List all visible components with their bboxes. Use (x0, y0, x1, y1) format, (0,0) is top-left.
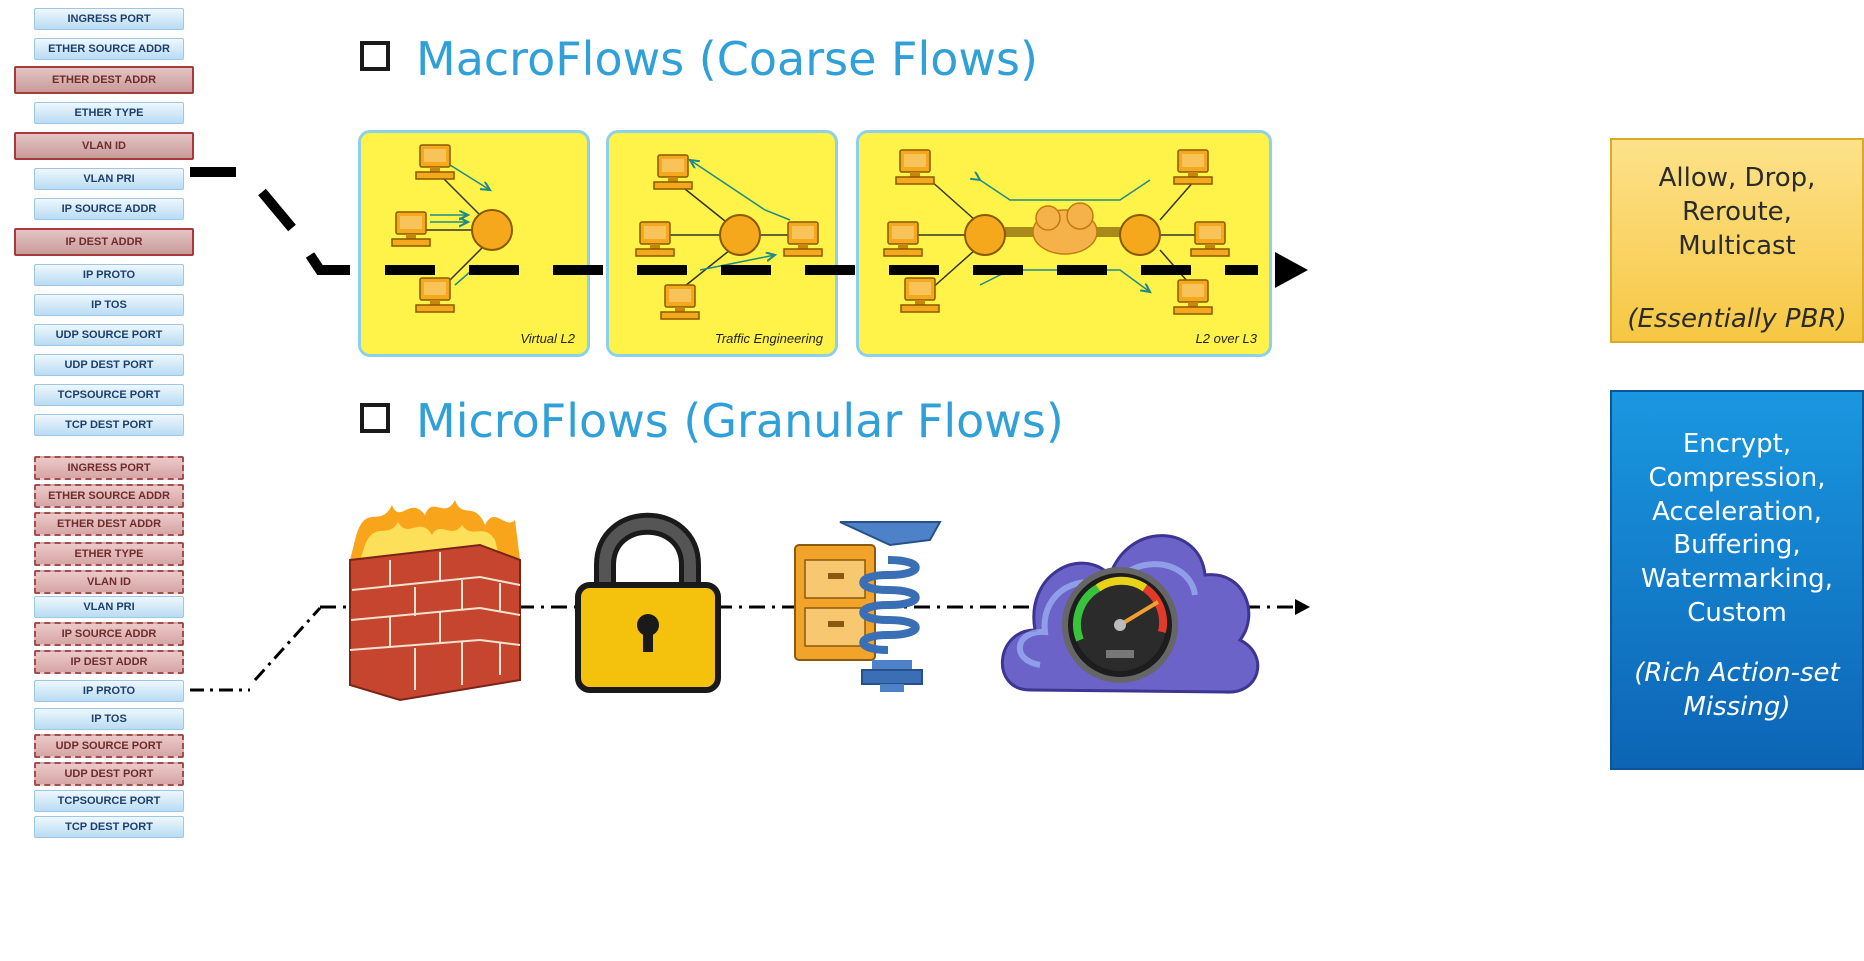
l2-over-l3-diagram (883, 149, 1230, 315)
field-ip-tos: IP TOS (34, 708, 184, 730)
field-udp-source-port: UDP SOURCE PORT (34, 324, 184, 346)
field-ether-dest-addr: ETHER DEST ADDR (14, 66, 194, 94)
virtual-l2-diagram (391, 144, 513, 313)
macroflows-title: MacroFlows (Coarse Flows) (360, 32, 1038, 86)
field-ip-source-addr: IP SOURCE ADDR (34, 622, 184, 646)
field-ip-proto: IP PROTO (34, 680, 184, 702)
field-vlan-id: VLAN ID (34, 570, 184, 594)
field-udp-dest-port: UDP DEST PORT (34, 354, 184, 376)
micro-field-list: INGRESS PORT ETHER SOURCE ADDR ETHER DES… (34, 456, 184, 846)
field-udp-dest-port: UDP DEST PORT (34, 762, 184, 786)
field-ether-source-addr: ETHER SOURCE ADDR (34, 38, 184, 60)
field-ingress-port: INGRESS PORT (34, 456, 184, 480)
field-ether-source-addr: ETHER SOURCE ADDR (34, 484, 184, 508)
field-vlan-pri: VLAN PRI (34, 596, 184, 618)
field-ether-type: ETHER TYPE (34, 542, 184, 566)
field-tcp-source-port: TCPSOURCE PORT (34, 790, 184, 812)
field-tcp-source-port: TCPSOURCE PORT (34, 384, 184, 406)
field-udp-source-port: UDP SOURCE PORT (34, 734, 184, 758)
field-ip-source-addr: IP SOURCE ADDR (34, 198, 184, 220)
firewall-icon (349, 500, 521, 702)
field-ip-proto: IP PROTO (34, 264, 184, 286)
cloud-speedometer-icon (1001, 534, 1260, 694)
checkbox-bullet-icon (360, 403, 390, 433)
field-vlan-id: VLAN ID (14, 132, 194, 160)
microflows-title: MicroFlows (Granular Flows) (360, 394, 1064, 448)
field-tcp-dest-port: TCP DEST PORT (34, 414, 184, 436)
checkbox-bullet-icon (360, 41, 390, 71)
field-ip-dest-addr: IP DEST ADDR (34, 650, 184, 674)
field-tcp-dest-port: TCP DEST PORT (34, 816, 184, 838)
macro-flow-connector (190, 167, 1308, 288)
cloud-icon (1032, 202, 1098, 255)
traffic-engineering-diagram (635, 154, 823, 320)
macro-action-box: Allow, Drop, Reroute, Multicast (Essenti… (1610, 138, 1864, 343)
field-ingress-port: INGRESS PORT (34, 8, 184, 30)
macro-field-list: INGRESS PORT ETHER SOURCE ADDR ETHER DES… (14, 8, 194, 444)
field-vlan-pri: VLAN PRI (34, 168, 184, 190)
micro-action-box: Encrypt, Compression, Acceleration, Buff… (1610, 390, 1864, 770)
field-ip-dest-addr: IP DEST ADDR (14, 228, 194, 256)
field-ether-dest-addr: ETHER DEST ADDR (34, 512, 184, 536)
lock-icon (575, 512, 721, 693)
field-ether-type: ETHER TYPE (34, 102, 184, 124)
compression-icon (794, 521, 942, 692)
field-ip-tos: IP TOS (34, 294, 184, 316)
